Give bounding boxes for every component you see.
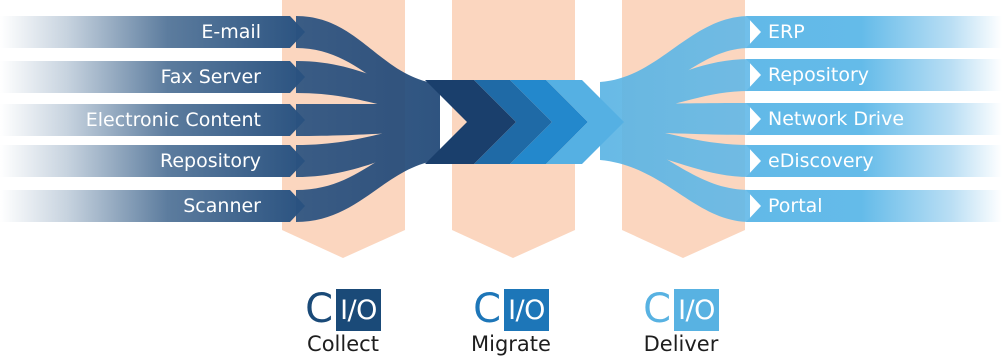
- outbound-band-2: [746, 59, 1002, 91]
- inbound-bands: [0, 16, 305, 222]
- chevron-4: [546, 80, 624, 164]
- chevron-2: [474, 80, 552, 164]
- input-label-electronic-content: Electronic Content: [85, 109, 261, 131]
- outbound-band-1: [746, 16, 1002, 48]
- output-label-portal: Portal: [768, 195, 823, 217]
- outbound-band-3: [746, 103, 1002, 135]
- stage-migrate: C I/O Migrate: [446, 287, 576, 356]
- outbound-bands: [746, 16, 1002, 222]
- chevron-3: [510, 80, 588, 164]
- collect-logo-c: C: [305, 286, 334, 332]
- input-label-scanner: Scanner: [183, 195, 261, 217]
- collect-logo: C I/O: [305, 287, 381, 331]
- stage-deliver: C I/O Deliver: [616, 287, 746, 356]
- input-label-repository: Repository: [159, 150, 261, 172]
- output-label-network-drive: Network Drive: [768, 108, 905, 130]
- input-label-email: E-mail: [201, 21, 261, 43]
- chevron-1: [425, 80, 516, 164]
- outbound-band-5: [746, 190, 1002, 222]
- stage-collect: C I/O Collect: [278, 287, 408, 356]
- output-label-erp: ERP: [768, 21, 805, 43]
- inbound-band-2: [0, 61, 305, 93]
- inbound-band-3: [0, 104, 305, 136]
- migrate-caption: Migrate: [471, 332, 551, 356]
- collect-caption: Collect: [307, 332, 379, 356]
- migrate-logo-c: C: [473, 286, 502, 332]
- collect-logo-io: I/O: [336, 289, 381, 331]
- deliver-logo-io: I/O: [674, 289, 719, 331]
- inbound-band-1: [0, 16, 305, 48]
- deliver-logo: C I/O: [643, 287, 719, 331]
- outbound-band-4: [746, 145, 1002, 177]
- outbound-flows: [600, 16, 750, 222]
- inbound-flows: [296, 16, 440, 222]
- output-label-repository: Repository: [768, 64, 870, 86]
- inbound-band-5: [0, 190, 305, 222]
- deliver-logo-c: C: [643, 286, 672, 332]
- inbound-band-4: [0, 145, 305, 177]
- input-label-fax-server: Fax Server: [160, 66, 261, 88]
- output-label-ediscovery: eDiscovery: [768, 150, 874, 172]
- migrate-logo: C I/O: [473, 287, 549, 331]
- migrate-logo-io: I/O: [504, 289, 549, 331]
- deliver-caption: Deliver: [643, 332, 719, 356]
- process-chevrons: [425, 80, 624, 164]
